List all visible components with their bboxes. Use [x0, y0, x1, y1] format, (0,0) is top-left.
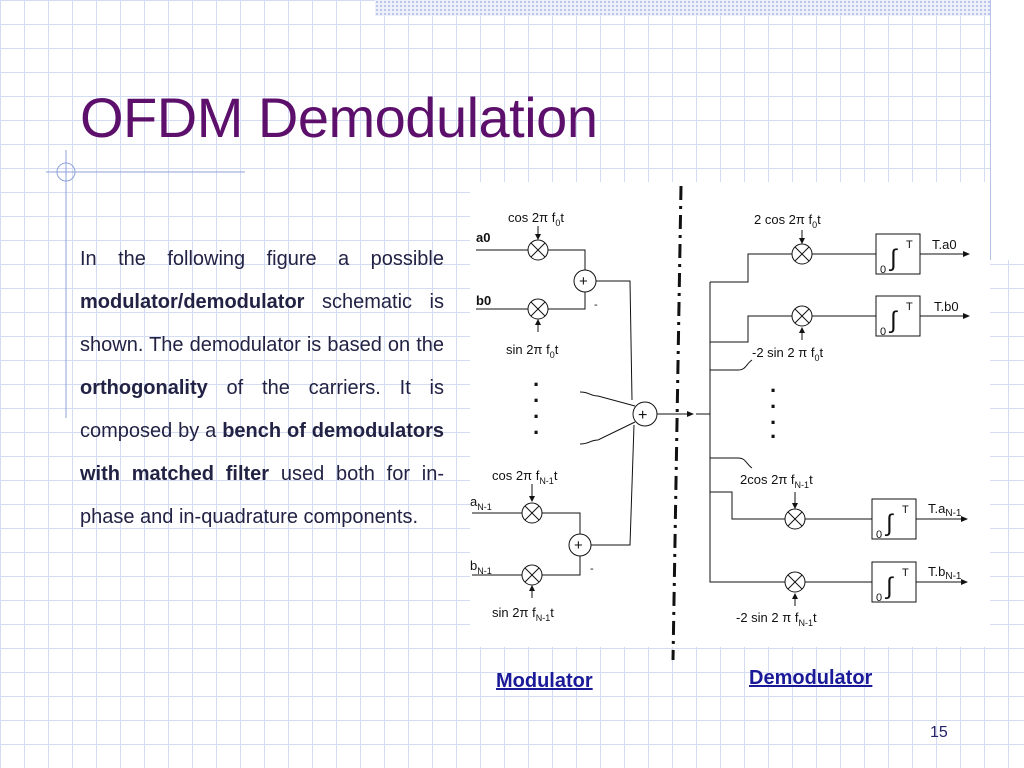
input-b0-label: b0 — [476, 293, 491, 308]
slide-title: OFDM Demodulation — [80, 86, 598, 149]
channel-separator — [671, 185, 683, 661]
svg-text:-2 sin 2 π f0t: -2 sin 2 π f0t — [752, 345, 824, 363]
svg-text:-: - — [590, 563, 594, 575]
svg-text:·: · — [533, 372, 540, 397]
svg-text:2 cos 2π f0t: 2 cos 2π f0t — [754, 212, 821, 230]
svg-text:+: + — [638, 407, 647, 424]
right-decorative-rail — [990, 0, 1024, 260]
svg-text:·: · — [533, 420, 540, 445]
svg-text:+: + — [579, 273, 588, 290]
svg-text:cos 2π fN-1t: cos 2π fN-1t — [492, 468, 558, 486]
svg-text:T: T — [906, 301, 913, 313]
body-bold-modulator-demodulator: modulator/demodulator — [80, 291, 305, 313]
svg-text:sin 2π f0t: sin 2π f0t — [506, 342, 559, 360]
svg-text:·: · — [533, 388, 540, 413]
ofdm-mod-demod-diagram: cos 2π f0t a0 b0 sin 2π f0t + - · · · · … — [470, 182, 990, 661]
svg-text:·: · — [770, 424, 777, 449]
body-text-1: In the following figure a possible — [80, 248, 444, 270]
svg-text:-2 sin 2 π fN-1t: -2 sin 2 π fN-1t — [736, 610, 817, 628]
svg-text:·: · — [533, 404, 540, 429]
body-text-2: schematic is shown. The demodulator is b… — [80, 291, 444, 356]
svg-text:∫: ∫ — [884, 573, 894, 600]
integrator-aN-1 — [871, 498, 917, 540]
svg-text:T: T — [902, 504, 909, 516]
svg-text:·: · — [770, 394, 777, 419]
body-text-4: used both for in-phase and in-quadrature… — [80, 463, 444, 528]
svg-text:0: 0 — [880, 326, 886, 338]
top-decorative-band — [375, 0, 1024, 16]
decorative-crosshair — [46, 150, 245, 418]
svg-text:bN-1: bN-1 — [470, 558, 492, 576]
svg-text:0: 0 — [880, 264, 886, 276]
svg-text:sin 2π fN-1t: sin 2π fN-1t — [492, 605, 554, 623]
integrator-a0 — [875, 233, 921, 275]
output-a0-label: T.a0 — [932, 237, 957, 252]
svg-text:T: T — [906, 239, 913, 251]
svg-text:0: 0 — [876, 592, 882, 604]
svg-text:T.aN-1: T.aN-1 — [928, 501, 962, 519]
body-text-3: of the carriers. It is composed by a — [80, 377, 444, 442]
input-a0-label: a0 — [476, 230, 490, 245]
svg-text:+: + — [574, 537, 583, 554]
svg-text:cos 2π f0t: cos 2π f0t — [508, 210, 564, 228]
integrator-bN-1 — [871, 561, 917, 603]
svg-text:·: · — [770, 378, 777, 403]
page-number: 15 — [930, 724, 948, 741]
svg-text:0: 0 — [876, 529, 882, 541]
svg-text:2cos 2π fN-1t: 2cos 2π fN-1t — [740, 472, 813, 490]
svg-text:T: T — [902, 567, 909, 579]
modulator-caption: Modulator — [496, 670, 593, 692]
modulator-schematic: cos 2π f0t a0 b0 sin 2π f0t + - · · · · … — [470, 210, 694, 623]
svg-text:∫: ∫ — [888, 307, 898, 334]
svg-text:-: - — [594, 299, 598, 311]
output-b0-label: T.b0 — [934, 299, 959, 314]
svg-text:aN-1: aN-1 — [470, 494, 492, 512]
svg-text:T.bN-1: T.bN-1 — [928, 564, 962, 582]
demodulator-schematic: 2 cos 2π f0t ∫ T 0 T.a0 -2 sin 2 π f0t ∫… — [696, 212, 970, 628]
svg-text:∫: ∫ — [884, 510, 894, 537]
body-bold-orthogonality: orthogonality — [80, 377, 208, 399]
svg-text:·: · — [770, 410, 777, 435]
body-paragraph: In the following figure a possible modul… — [80, 238, 444, 539]
svg-text:∫: ∫ — [888, 245, 898, 272]
body-bold-bench: bench of demodulators with matched filte… — [80, 420, 444, 485]
demodulator-caption: Demodulator — [749, 667, 873, 689]
